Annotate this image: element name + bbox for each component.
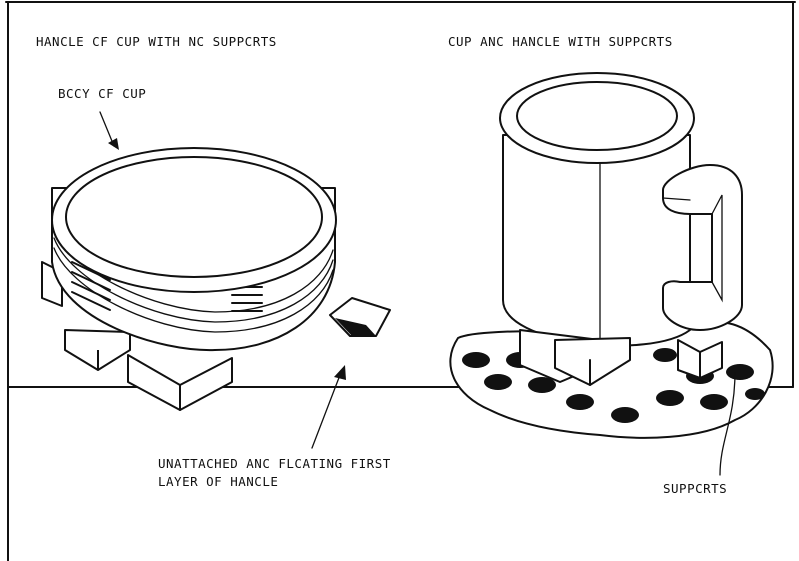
label-floating-layer-line2: LAYER OF HANCLE (158, 474, 279, 489)
title-with-supports: CUP ANC HANCLE WITH SUPPCRTS (448, 34, 673, 49)
handle-supports (677, 339, 723, 379)
label-body-of-cup: BCCY CF CUP (58, 86, 147, 101)
floating-pointer-arrow (311, 365, 346, 449)
cup-body-rim (51, 147, 337, 293)
label-floating-layer-line1: UNATTACHED ANC FLCATING FIRST (158, 456, 391, 471)
body-base-supports (41, 261, 233, 411)
cup-handle (662, 164, 743, 331)
body-pointer-arrow (99, 111, 119, 150)
cup-cylinder (499, 72, 695, 347)
title-no-supports: HANCLE CF CUP WITH NC SUPPCRTS (36, 34, 277, 49)
cup-supports (519, 329, 631, 386)
floating-handle-layer (329, 297, 391, 337)
supports-pointer-line (719, 371, 736, 476)
label-supports: SUPPCRTS (663, 481, 728, 496)
